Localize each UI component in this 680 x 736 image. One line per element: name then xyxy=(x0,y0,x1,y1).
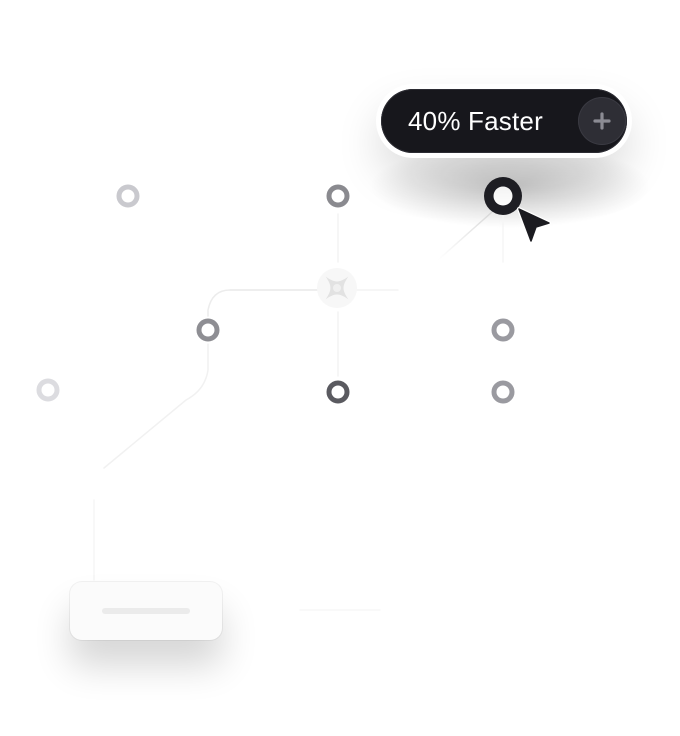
network-node[interactable] xyxy=(326,184,350,208)
speed-badge: 40% Faster xyxy=(376,84,632,158)
speed-badge-label: 40% Faster xyxy=(408,106,543,136)
badge-plus-button[interactable] xyxy=(578,97,626,145)
active-network-node[interactable] xyxy=(484,177,522,215)
network-node[interactable] xyxy=(116,184,140,208)
cursor-arrow-icon xyxy=(517,207,551,243)
summary-card[interactable] xyxy=(70,582,222,640)
network-node[interactable] xyxy=(491,318,515,342)
connector-line xyxy=(103,343,209,469)
network-node[interactable] xyxy=(196,318,220,342)
network-node[interactable] xyxy=(36,378,60,402)
sparkle-icon xyxy=(317,268,357,308)
connector-lines xyxy=(93,195,504,611)
network-node[interactable] xyxy=(326,380,350,404)
connector-line xyxy=(207,289,231,317)
network-nodes xyxy=(36,184,515,404)
card-placeholder-bar xyxy=(102,608,190,614)
plus-icon xyxy=(593,112,611,130)
network-node[interactable] xyxy=(491,380,515,404)
speed-badge-pill: 40% Faster xyxy=(381,89,627,153)
connector-line xyxy=(437,211,493,261)
